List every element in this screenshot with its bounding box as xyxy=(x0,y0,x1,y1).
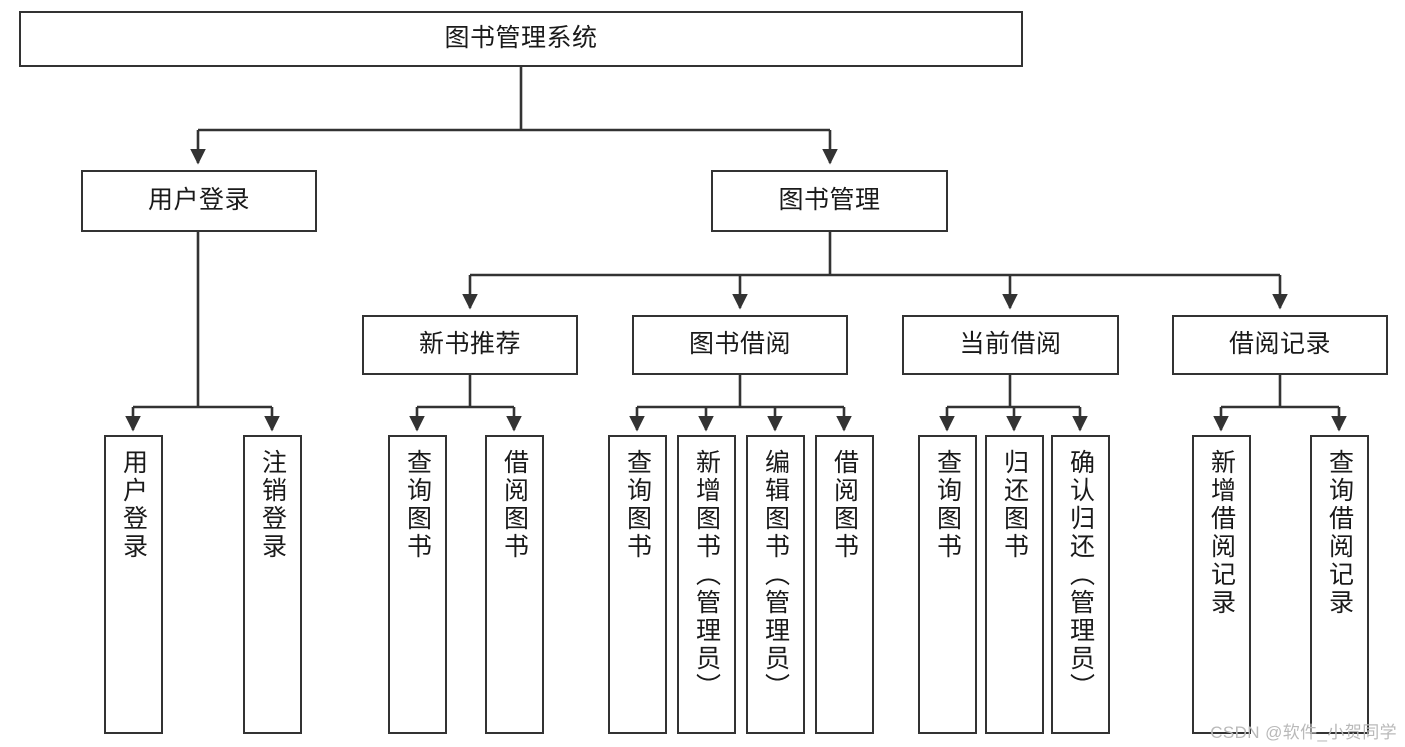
node-label: 查询图书 xyxy=(403,449,432,561)
node-label: 新增借阅记录 xyxy=(1207,449,1236,617)
node-label: 查询图书 xyxy=(623,449,652,561)
node-label: 当前借阅 xyxy=(959,330,1062,359)
leaf-new-book-borrow-book[interactable]: 借阅图书 xyxy=(485,435,544,734)
leaf-current-borrow-query-book[interactable]: 查询图书 xyxy=(918,435,977,734)
node-new-book-recommend[interactable]: 新书推荐 xyxy=(362,315,578,375)
node-label: 归还图书 xyxy=(1000,449,1029,561)
node-label: 图书管理 xyxy=(778,186,881,215)
node-book-borrow[interactable]: 图书借阅 xyxy=(632,315,848,375)
leaf-book-borrow-borrow-book[interactable]: 借阅图书 xyxy=(815,435,874,734)
node-label: 用户登录 xyxy=(119,449,148,561)
node-borrow-record[interactable]: 借阅记录 xyxy=(1172,315,1388,375)
node-label: 借阅图书 xyxy=(500,449,529,561)
node-label: 注销登录 xyxy=(258,449,287,561)
leaf-user-login-logout[interactable]: 注销登录 xyxy=(243,435,302,734)
leaf-book-borrow-edit-book-admin[interactable]: 编辑图书（管理员） xyxy=(746,435,805,734)
watermark: CSDN @软件_小贺同学 xyxy=(1210,723,1397,742)
node-label: 新增图书（管理员） xyxy=(692,449,721,701)
leaf-current-borrow-return-book[interactable]: 归还图书 xyxy=(985,435,1044,734)
node-root-book-management-system[interactable]: 图书管理系统 xyxy=(19,11,1023,67)
node-label: 借阅图书 xyxy=(830,449,859,561)
node-label: 查询借阅记录 xyxy=(1325,449,1354,617)
node-label: 用户登录 xyxy=(147,186,250,215)
node-label: 查询图书 xyxy=(933,449,962,561)
node-book-management[interactable]: 图书管理 xyxy=(711,170,948,232)
leaf-current-borrow-confirm-return-admin[interactable]: 确认归还（管理员） xyxy=(1051,435,1110,734)
leaf-book-borrow-query-book[interactable]: 查询图书 xyxy=(608,435,667,734)
node-label: 借阅记录 xyxy=(1228,330,1331,359)
leaf-borrow-record-add-record[interactable]: 新增借阅记录 xyxy=(1192,435,1251,734)
node-user-login[interactable]: 用户登录 xyxy=(81,170,317,232)
node-current-borrow[interactable]: 当前借阅 xyxy=(902,315,1119,375)
leaf-new-book-query-book[interactable]: 查询图书 xyxy=(388,435,447,734)
node-label: 图书管理系统 xyxy=(444,24,598,53)
leaf-user-login-login[interactable]: 用户登录 xyxy=(104,435,163,734)
node-label: 确认归还（管理员） xyxy=(1066,449,1095,701)
node-label: 图书借阅 xyxy=(688,330,791,359)
node-label: 新书推荐 xyxy=(418,330,521,359)
node-label: 编辑图书（管理员） xyxy=(761,449,790,701)
leaf-borrow-record-query-record[interactable]: 查询借阅记录 xyxy=(1310,435,1369,734)
leaf-book-borrow-add-book-admin[interactable]: 新增图书（管理员） xyxy=(677,435,736,734)
